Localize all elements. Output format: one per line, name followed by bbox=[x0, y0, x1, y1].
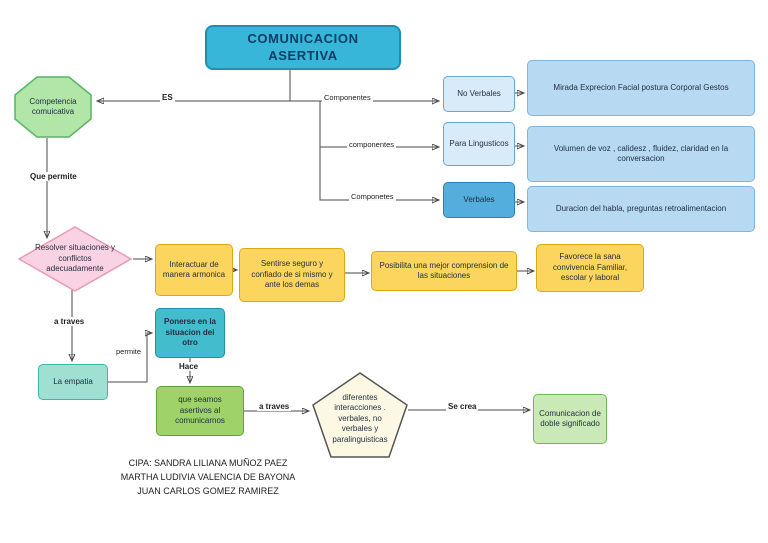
edge-label-componentes-2: componentes bbox=[347, 140, 397, 149]
node-posibilita-comprension: Posibilita una mejor comprension de las … bbox=[371, 251, 517, 291]
diagram-title: COMUNICACION ASERTIVA bbox=[205, 25, 401, 70]
credits-line-3: JUAN CARLOS GOMEZ RAMIREZ bbox=[137, 485, 279, 496]
node-competencia-label: Competencia comuicativa bbox=[29, 96, 77, 116]
node-diferentes-interacciones: diferentes interacciones . verbales, no … bbox=[312, 372, 408, 458]
credits: CIPA: SANDRA LILIANA MUÑOZ PAEZ MARTHA L… bbox=[58, 457, 358, 499]
edge-label-que-permite: Que permite bbox=[28, 172, 79, 181]
edge-label-permite: permite bbox=[114, 347, 144, 356]
pentagon-shape bbox=[312, 372, 408, 458]
node-resolver-label: Resolver situaciones y conflictos adecua… bbox=[34, 243, 116, 274]
node-para-linguisticos: Para Lingusticos bbox=[443, 122, 515, 166]
node-resolver-conflictos: Resolver situaciones y conflictos adecua… bbox=[18, 226, 132, 292]
node-ponerse-situacion: Ponerse en la situacion del otro bbox=[155, 308, 225, 358]
diamond-shape bbox=[18, 226, 132, 292]
node-la-empatia: La empatia bbox=[38, 364, 108, 400]
node-competencia-comunicativa: Competencia comuicativa bbox=[14, 76, 92, 138]
octagon-shape bbox=[14, 76, 92, 138]
node-favorece-convivencia: Favorece la sana convivencia Familiar, e… bbox=[536, 244, 644, 292]
node-verbales: Verbales bbox=[443, 182, 515, 218]
node-no-verbales-desc: Mirada Exprecion Facial postura Corporal… bbox=[527, 60, 755, 116]
node-sentirse-seguro: Sentirse seguro y confiado de si mismo y… bbox=[239, 248, 345, 302]
edge-label-componentes-3: Componetes bbox=[349, 192, 396, 201]
node-interactuar: Interactuar de manera armonica bbox=[155, 244, 233, 296]
edge-label-es: ES bbox=[160, 93, 175, 102]
edge-label-hace: Hace bbox=[177, 362, 201, 371]
edge-label-a-traves-1: a traves bbox=[52, 317, 87, 326]
credits-line-2: MARTHA LUDIVIA VALENCIA DE BAYONA bbox=[120, 471, 296, 482]
node-para-linguisticos-desc: Volumen de voz , calidesz , fluidez, cla… bbox=[527, 126, 755, 182]
edge-label-componentes-1: Componentes bbox=[322, 93, 373, 102]
credits-line-1: CIPA: SANDRA LILIANA MUÑOZ PAEZ bbox=[128, 458, 288, 468]
node-verbales-desc: Duracion del habla, preguntas retroalime… bbox=[527, 186, 755, 232]
edge-label-se-crea: Se crea bbox=[446, 402, 479, 411]
edge-label-a-traves-2: a traves bbox=[257, 402, 292, 411]
node-que-seamos-asertivos: que seamos asertivos al comunicarnos bbox=[156, 386, 244, 436]
node-diferentes-label: diferentes interacciones . verbales, no … bbox=[332, 393, 388, 444]
edge-empatia-to-ponerse bbox=[108, 333, 151, 383]
node-comunicacion-doble: Comunicacion de doble significado bbox=[533, 394, 607, 444]
node-no-verbales: No Verbales bbox=[443, 76, 515, 112]
